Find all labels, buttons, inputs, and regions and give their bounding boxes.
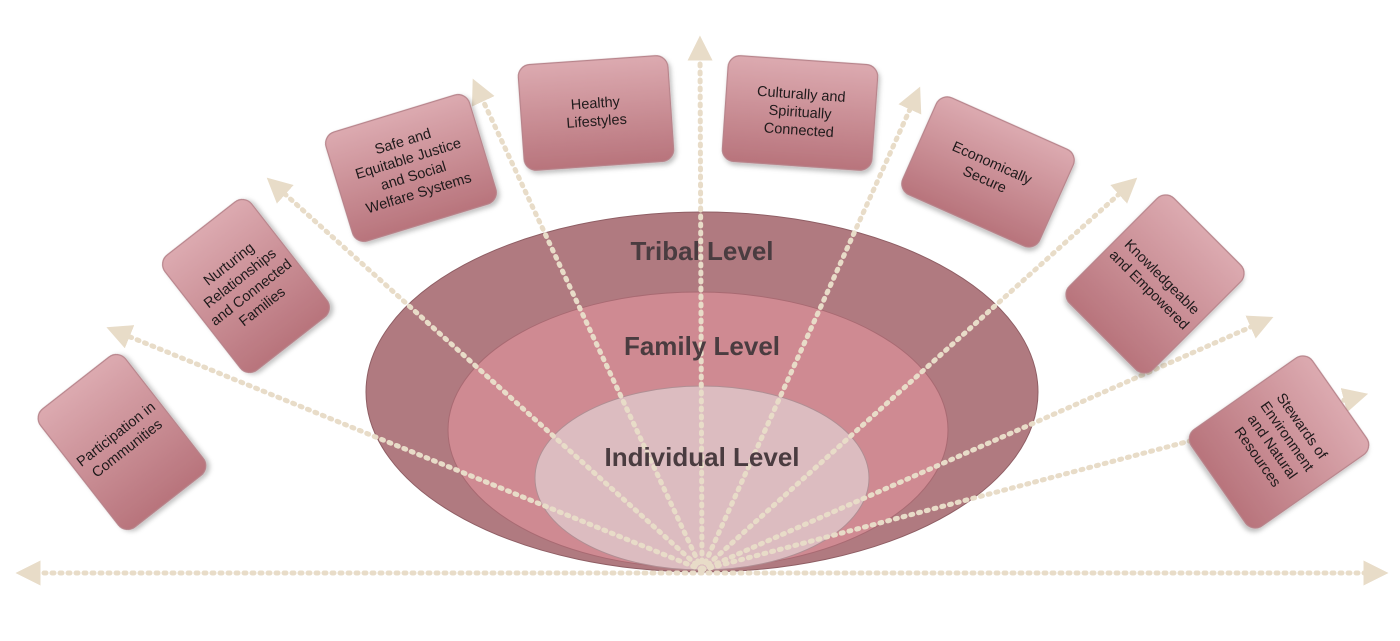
outcome-box-shape (901, 96, 1075, 248)
family-level-label: Family Level (624, 331, 780, 361)
outcome-box-label-line: Connected (763, 120, 834, 141)
radial-arrow (699, 86, 922, 573)
outcome-box-shape (517, 55, 675, 171)
outcome-box-shape (1188, 355, 1370, 529)
outcome-box-shape (37, 353, 207, 531)
radial-arrow (687, 35, 713, 573)
radial-arrow (699, 315, 1274, 573)
outcome-box-label-line: Spiritually (768, 103, 833, 123)
tribal-level-label: Tribal Level (630, 236, 773, 266)
outcome-box-shape (721, 55, 879, 171)
radial-arrow (266, 177, 705, 573)
outcome-box-group: Participation inCommunitiesNurturingRela… (37, 55, 1370, 531)
radial-arrow (106, 325, 705, 573)
outcome-box-label-line: Healthy (570, 94, 621, 113)
outcome-box-shape (161, 198, 331, 374)
radial-arrow (471, 78, 705, 573)
outcome-box-shape (1065, 194, 1245, 374)
radial-arrow (699, 177, 1138, 573)
outcome-box-shape (324, 93, 498, 243)
outcome-box-label-line: Lifestyles (566, 112, 627, 132)
outcome-box-label-line: Culturally and (756, 84, 846, 106)
individual-level-label: Individual Level (604, 442, 799, 472)
